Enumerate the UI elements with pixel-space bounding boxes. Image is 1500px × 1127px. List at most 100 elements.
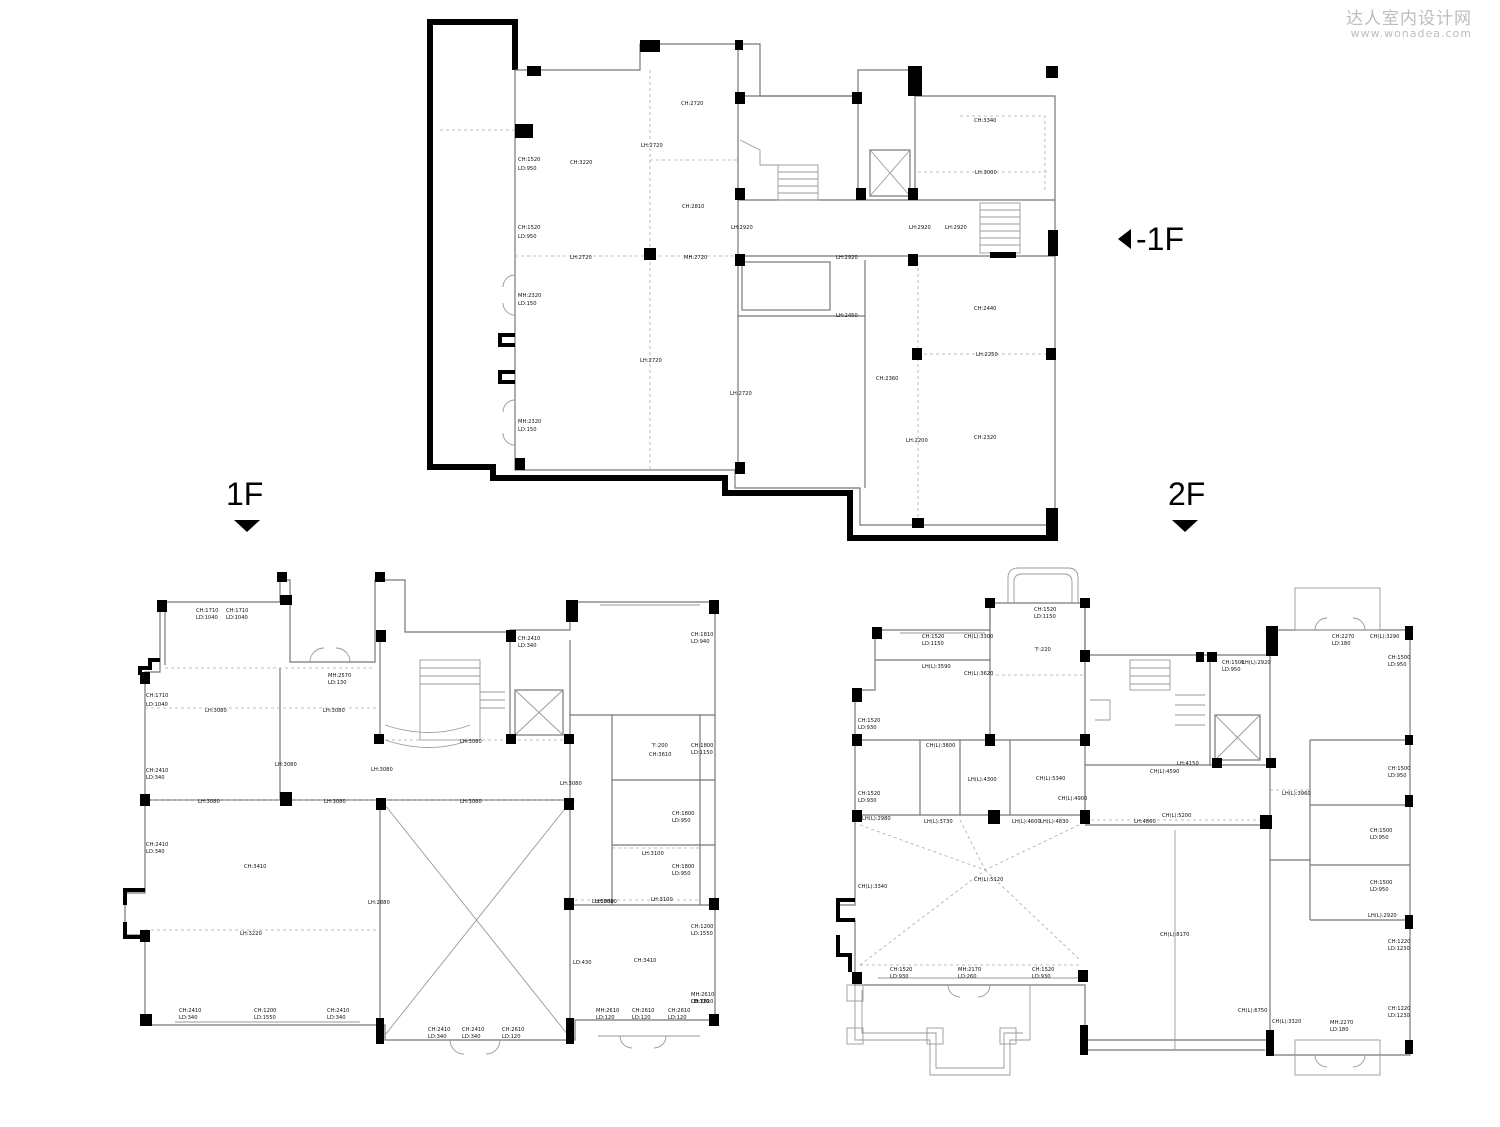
annotation-label: LD:120 <box>691 999 710 1005</box>
annotation-label: 下:200 <box>651 742 668 749</box>
column <box>912 348 922 360</box>
door-swing <box>502 432 516 446</box>
column <box>985 598 995 608</box>
column <box>1405 626 1413 640</box>
column <box>990 252 1016 258</box>
arrow-down-icon <box>1172 520 1198 532</box>
door-swing <box>619 1035 633 1049</box>
annotation-label: CH:2410 <box>179 1008 201 1014</box>
column <box>1405 735 1413 745</box>
annotation-label: CH:2610 <box>502 1027 524 1033</box>
annotation-label: LH:2880 <box>368 900 390 906</box>
annotation-label: LD:150 <box>518 427 537 433</box>
column <box>277 572 287 582</box>
plan-first-floor: 1F <box>123 476 719 1055</box>
annotation-label: LH:2920 <box>836 255 858 261</box>
column <box>376 1018 384 1044</box>
annotation-label: CH:3410 <box>634 958 656 964</box>
vault-line <box>984 869 1081 961</box>
annotation-label: LD:120 <box>632 1015 651 1021</box>
wall-notch <box>123 888 145 905</box>
annotation-label: CH:2440 <box>974 306 996 312</box>
column <box>709 898 719 910</box>
annotation-label: LD:120 <box>668 1015 687 1021</box>
column <box>735 188 745 200</box>
annotation-label: LH:2450 <box>836 313 858 319</box>
column <box>566 600 578 622</box>
column <box>157 600 167 612</box>
watermark-url: www.wonadea.com <box>1350 27 1472 40</box>
column <box>908 188 918 200</box>
annotation-label: CH:1710 <box>226 608 248 614</box>
annotation-label: MH:2320 <box>518 419 541 425</box>
second-stairs <box>1090 659 1205 726</box>
balcony-post <box>999 1027 1017 1045</box>
column <box>1405 1040 1413 1054</box>
elevator-cross <box>869 149 911 197</box>
annotation-label: MH:2170 <box>958 967 981 973</box>
balcony-post <box>846 1027 864 1045</box>
annotation-label: CH:2720 <box>681 101 703 107</box>
basement-annotations: CH:2720CH:3220LH:2720CH:2810CH:1520LD:95… <box>518 101 998 444</box>
bay-window <box>1013 573 1073 603</box>
annotation-label: LH:3080 <box>560 781 582 787</box>
column <box>1046 66 1058 78</box>
column <box>140 1014 152 1026</box>
annotation-label: LD:950 <box>518 234 537 240</box>
annotation-label: MH:2720 <box>684 255 707 261</box>
annotation-label: LD:1230 <box>1388 1013 1410 1019</box>
column <box>735 92 745 104</box>
balcony <box>1294 587 1381 631</box>
annotation-label: CH(L):3320 <box>1272 1019 1301 1025</box>
annotation-label: CH:1500 <box>1388 655 1410 661</box>
column <box>985 734 995 746</box>
door-swing <box>502 399 516 413</box>
column <box>735 462 745 474</box>
plan-second-floor: 2F <box>836 476 1413 1076</box>
column <box>566 1018 574 1044</box>
annotation-label: LH:2720 <box>641 143 663 149</box>
annotation-label: LD:120 <box>691 999 710 1005</box>
annotation-label: LH(L):2920 <box>1368 913 1397 919</box>
arrow-left-icon <box>1118 229 1131 249</box>
column <box>140 794 150 806</box>
annotation-label: CH:2610 <box>691 999 713 1005</box>
column <box>640 40 660 52</box>
annotation-label: LH:3080 <box>205 708 227 714</box>
annotation-label: CH:2610 <box>668 1008 690 1014</box>
column <box>564 734 574 744</box>
annotation-label: CH:2410 <box>428 1027 450 1033</box>
door-swing <box>502 302 516 316</box>
annotation-label: LD:940 <box>691 639 710 645</box>
annotation-label: LD:130 <box>328 680 347 686</box>
annotation-label: LH:2250 <box>976 352 998 358</box>
annotation-label: LH:2920 <box>945 225 967 231</box>
annotation-label: LH:2720 <box>730 391 752 397</box>
column <box>908 66 922 96</box>
annotation-label: CH:1800 <box>691 743 713 749</box>
annotation-label: CH:1800 <box>672 811 694 817</box>
annotation-label: CH:1520 <box>518 157 540 163</box>
annotation-label: CH:1520 <box>858 791 880 797</box>
annotation-label: LD:340 <box>327 1015 346 1021</box>
elevator-cross <box>514 689 564 736</box>
column <box>644 248 656 260</box>
annotation-label: LD:430 <box>573 960 592 966</box>
wall-notch <box>836 898 855 922</box>
annotation-label: LH:3080 <box>275 762 297 768</box>
annotation-label: CH:2810 <box>682 204 704 210</box>
wall-notch <box>498 333 515 347</box>
column <box>1078 970 1088 982</box>
annotation-label: LD:950 <box>672 818 691 824</box>
annotation-label: CH:1500 <box>1370 880 1392 886</box>
column <box>908 254 918 266</box>
column <box>872 627 882 639</box>
annotation-label: LD:180 <box>1330 1027 1349 1033</box>
annotation-label: LH:2720 <box>570 255 592 261</box>
annotation-label: LD:930 <box>1032 974 1051 980</box>
annotation-label: MH:2320 <box>518 293 541 299</box>
annotation-label: LD:950 <box>1222 667 1241 673</box>
door-swing <box>309 647 325 663</box>
column <box>1266 758 1276 768</box>
column <box>375 572 385 582</box>
